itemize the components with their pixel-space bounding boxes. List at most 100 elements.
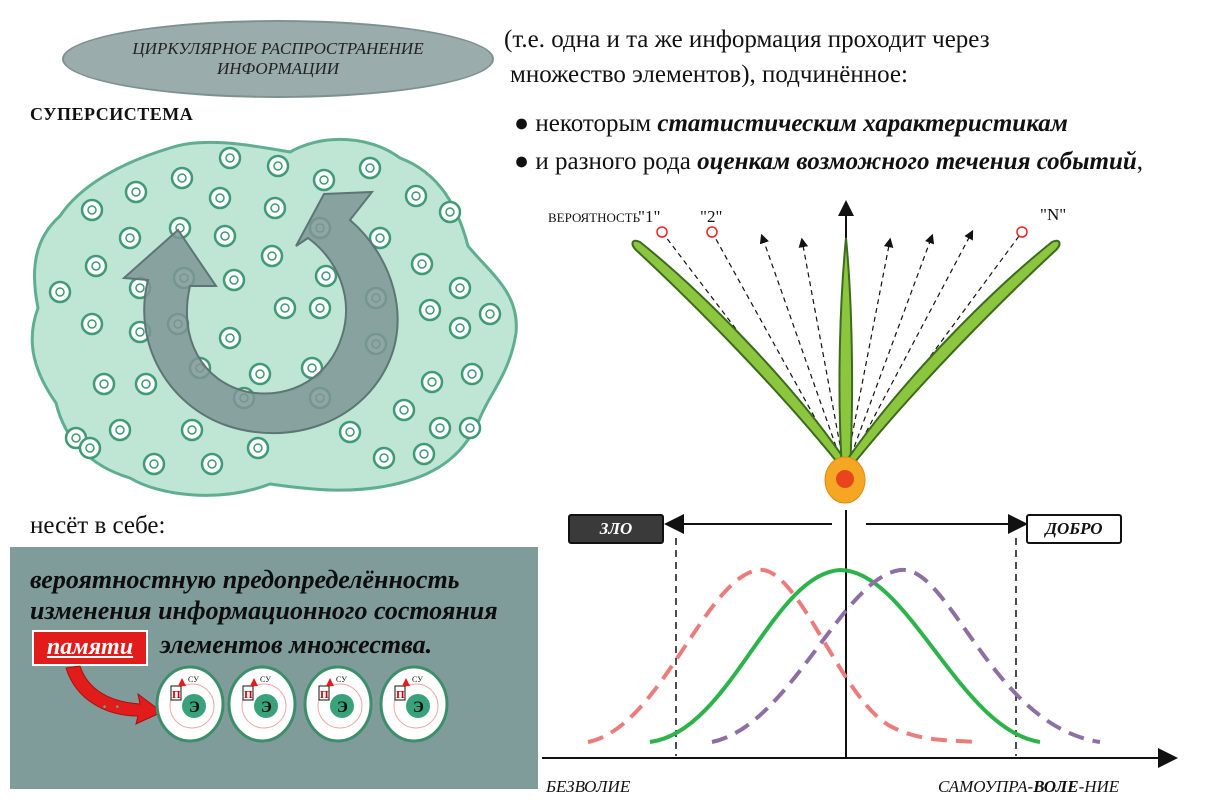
p-label: П (172, 689, 181, 701)
element-cell-icon (222, 268, 246, 292)
element-cell-icon (208, 186, 232, 210)
intro-line-2: множество элементов), подчинённое: (510, 61, 908, 88)
su-label: СУ (336, 675, 347, 684)
memory-box-line-3: элементов множества. (160, 630, 433, 659)
bullet-2: ● и разного рода оценкам возможного тече… (514, 148, 1143, 176)
carries-label: несёт в себе: (30, 512, 166, 539)
element-cell-icon (48, 280, 72, 304)
element-letter: Э (261, 699, 272, 716)
element-cell-icon (84, 254, 108, 278)
element-cell-icon (118, 226, 142, 250)
element-cell-icon (338, 420, 362, 444)
intro-text: (т.е. одна и та же информация проходит ч… (504, 22, 990, 92)
element-cell-icon (78, 436, 102, 460)
element-letter: Э (189, 699, 200, 716)
memory-element-icon: ЭП СУ (303, 665, 373, 743)
element-cell-icon (80, 312, 104, 336)
bullet-2-emphasis: оценкам возможного течения событий (697, 148, 1137, 175)
element-cell-icon (134, 372, 158, 396)
element-cell-icon (218, 326, 242, 350)
element-cell-icon (246, 436, 270, 460)
element-cell-icon (448, 316, 472, 340)
element-cell-icon (478, 302, 502, 326)
label-n: "N" (1040, 205, 1066, 224)
element-cell-icon (300, 356, 324, 380)
leaf-right (846, 239, 1061, 475)
bullet-dot-icon: ● (514, 148, 536, 175)
label-1: "1" (638, 207, 660, 226)
leaf-center (838, 237, 854, 471)
element-cell-icon (170, 166, 194, 190)
element-cell-icon (80, 198, 104, 222)
su-label: СУ (188, 675, 199, 684)
memory-box-line-2: изменения информационного состояния (30, 596, 498, 625)
element-cell-icon (418, 298, 442, 322)
dots-right: · · · (466, 694, 499, 719)
element-cell-icon (142, 452, 166, 476)
bullet-1: ● некоторым статистическим характеристик… (514, 110, 1068, 138)
supersystem-blob (30, 137, 518, 497)
x-right-label: САМОУПРА-ВОЛЕ-НИЕ (938, 777, 1120, 796)
evil-badge: ЗЛО (568, 514, 664, 544)
p-label: П (320, 689, 329, 701)
bullet-1-prefix: некоторым (535, 110, 658, 137)
probability-endpoint-icon (706, 226, 718, 238)
element-cell-icon (358, 156, 382, 180)
element-cell-icon (273, 296, 297, 320)
label-2: "2" (700, 207, 722, 226)
element-cell-icon (200, 452, 224, 476)
element-cell-icon (458, 416, 482, 440)
element-cell-icon (404, 184, 428, 208)
memory-element-icon: ЭП СУ (155, 665, 225, 743)
element-cell-icon (180, 418, 204, 442)
probability-label: ВЕРОЯТНОСТЬ (548, 210, 641, 225)
p-label: П (244, 689, 253, 701)
element-letter: Э (337, 699, 348, 716)
dots-left: · · · (88, 694, 121, 719)
bullet-2-suffix: , (1136, 148, 1144, 175)
curve-green (649, 567, 1041, 744)
oval-line-1: ЦИРКУЛЯРНОЕ РАСПРОСТРАНЕНИЕ (132, 39, 424, 58)
x-right-bold: ВОЛЕ (1032, 777, 1078, 796)
fan-dashed-line (844, 233, 935, 473)
element-letter: Э (413, 699, 424, 716)
element-cell-icon (260, 244, 284, 268)
element-cell-icon (218, 146, 242, 170)
good-badge: ДОБРО (1026, 514, 1122, 544)
x-left-label: БЕЗВОЛИЕ (545, 777, 631, 796)
element-cell-icon (248, 362, 272, 386)
supersystem-label: СУПЕРСИСТЕМА (30, 104, 194, 124)
element-cell-icon (448, 276, 472, 300)
element-cell-icon (92, 372, 116, 396)
element-cell-icon (108, 418, 132, 442)
memory-tag: памяти (32, 630, 148, 666)
distribution-chart: БЕЗВОЛИЕ САМОУПРА-ВОЛЕ-НИЕ (542, 510, 1178, 796)
element-cell-icon (372, 446, 396, 470)
element-cell-icon (392, 398, 416, 422)
leaf-left (631, 239, 846, 475)
circular-flow-arrow (121, 190, 399, 435)
element-cell-icon (368, 226, 392, 250)
fan-dashed-line (844, 237, 894, 473)
probability-fan: ВЕРОЯТНОСТЬ "1" "2" "N" (548, 200, 1066, 504)
supersystem-diagram (30, 137, 518, 497)
fan-origin-core (836, 470, 854, 488)
fan-dashed-line (798, 237, 846, 473)
element-cell-icon (420, 370, 444, 394)
element-cell-icon (124, 180, 148, 204)
intro-line-1: (т.е. одна и та же информация проходит ч… (504, 26, 990, 53)
element-cell-icon (308, 296, 332, 320)
x-right-prefix: САМОУПРА- (938, 777, 1034, 796)
x-right-suffix: -НИЕ (1079, 777, 1120, 796)
su-label: СУ (260, 675, 271, 684)
curve-pink (587, 567, 977, 744)
bullet-1-emphasis: статистическим характеристикам (657, 110, 1068, 137)
element-cell-icon (410, 252, 434, 276)
curve-purple (711, 567, 1101, 744)
bullet-2-prefix: и разного рода (535, 148, 698, 175)
element-cell-icon (438, 200, 462, 224)
fan-dashed-line (759, 233, 846, 473)
element-cell-icon (312, 168, 336, 192)
memory-box-text: вероятностную предопределённость изменен… (30, 564, 498, 626)
